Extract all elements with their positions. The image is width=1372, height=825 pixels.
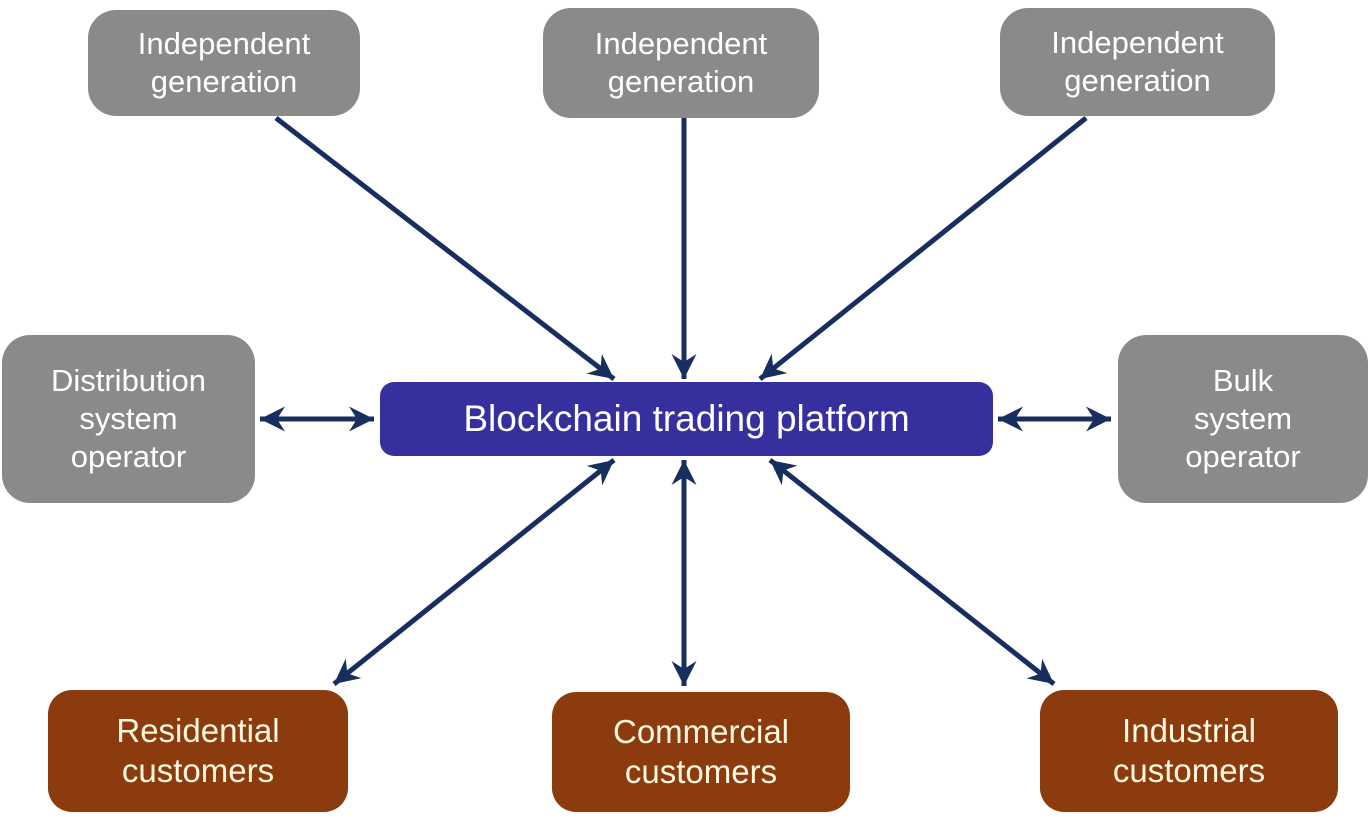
arrow-generation3-to-platform [758, 116, 1088, 381]
node-label: Distribution system operator [50, 363, 207, 474]
node-bulk-system-operator: Bulk system operator [1118, 335, 1368, 503]
node-blockchain-trading-platform: Blockchain trading platform [380, 382, 993, 456]
node-label: Industrial customers [1112, 711, 1266, 789]
node-label: Commercial customers [612, 712, 790, 790]
node-label: Independent generation [1051, 25, 1224, 98]
node-label: Independent generation [137, 26, 311, 99]
arrow-generation1-to-platform [274, 116, 616, 381]
node-residential-customers: Residential customers [48, 690, 348, 812]
node-commercial-customers: Commercial customers [552, 692, 850, 812]
arrow-platform-industrial [768, 458, 1056, 686]
arrow-platform-residential [332, 458, 616, 686]
node-independent-generation-3: Independent generation [1000, 8, 1275, 116]
node-independent-generation-2: Independent generation [543, 8, 819, 118]
node-label: Bulk system operator [1185, 363, 1301, 474]
node-independent-generation-1: Independent generation [88, 10, 360, 116]
node-label: Blockchain trading platform [463, 397, 910, 439]
node-label: Residential customers [116, 711, 280, 789]
node-distribution-system-operator: Distribution system operator [2, 335, 255, 503]
node-label: Independent generation [594, 26, 768, 99]
node-industrial-customers: Industrial customers [1040, 690, 1338, 812]
